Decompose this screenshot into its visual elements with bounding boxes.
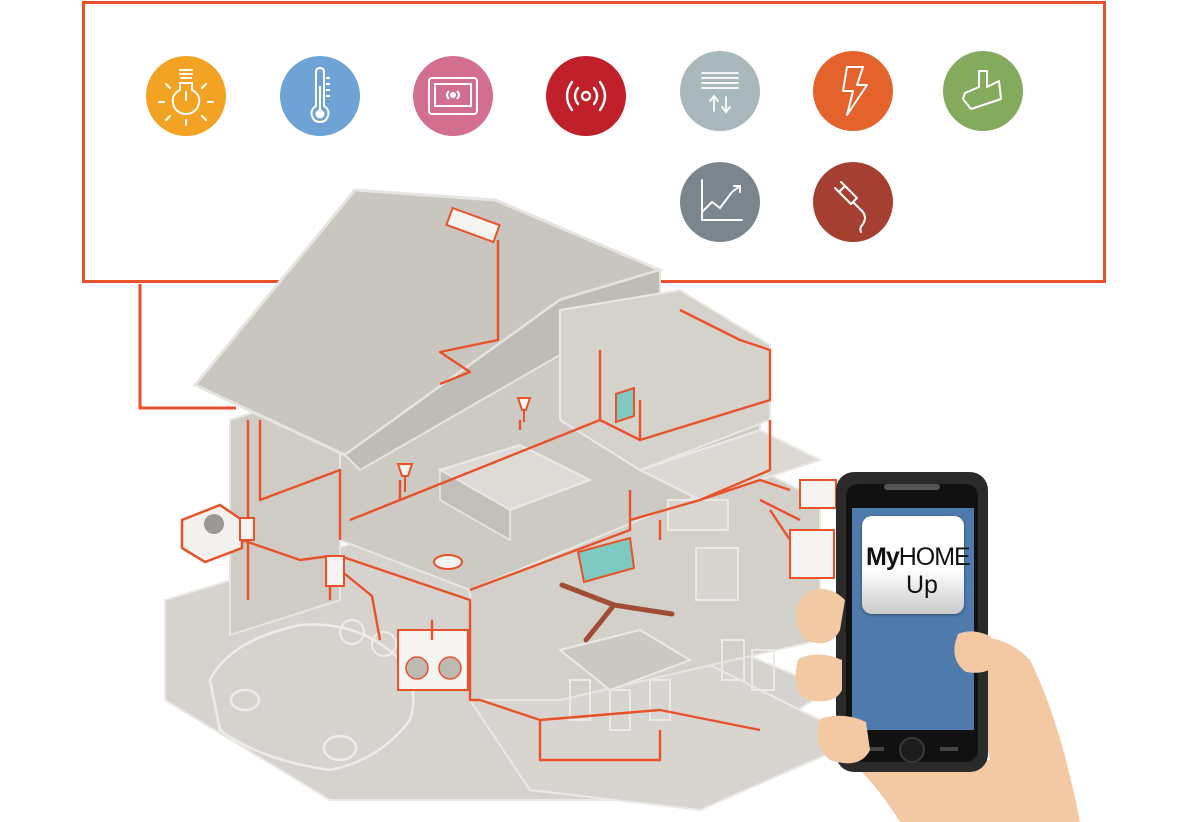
- thermometer-icon: [310, 66, 330, 124]
- temperature-icon-circle: [280, 56, 360, 136]
- scenario-icon-circle: [413, 56, 493, 136]
- energy-icon-circle: [813, 51, 893, 131]
- alarm-icon-circle: [546, 56, 626, 136]
- app-brand-home: HOME: [898, 543, 971, 571]
- watering-icon: [962, 70, 1002, 110]
- chart-icon: [701, 179, 743, 221]
- alarm-signal-icon: [565, 80, 607, 112]
- lighting-icon-circle: [146, 56, 226, 136]
- myhome-up-app-tile[interactable]: MyHOME Up: [862, 516, 971, 614]
- app-brand-line2: Up: [906, 571, 938, 599]
- load-control-icon-circle: [813, 162, 893, 242]
- app-brand-line1: MyHOME: [866, 543, 971, 571]
- app-brand-my: My: [866, 543, 900, 571]
- shutter-icon: [701, 72, 739, 114]
- lightning-icon: [842, 66, 868, 116]
- touchscreen-icon: [428, 77, 478, 115]
- shutters-icon-circle: [680, 51, 760, 131]
- lightbulb-icon: [158, 69, 214, 126]
- irrigation-icon-circle: [943, 51, 1023, 131]
- consumption-icon-circle: [680, 162, 760, 242]
- plug-icon: [834, 181, 866, 233]
